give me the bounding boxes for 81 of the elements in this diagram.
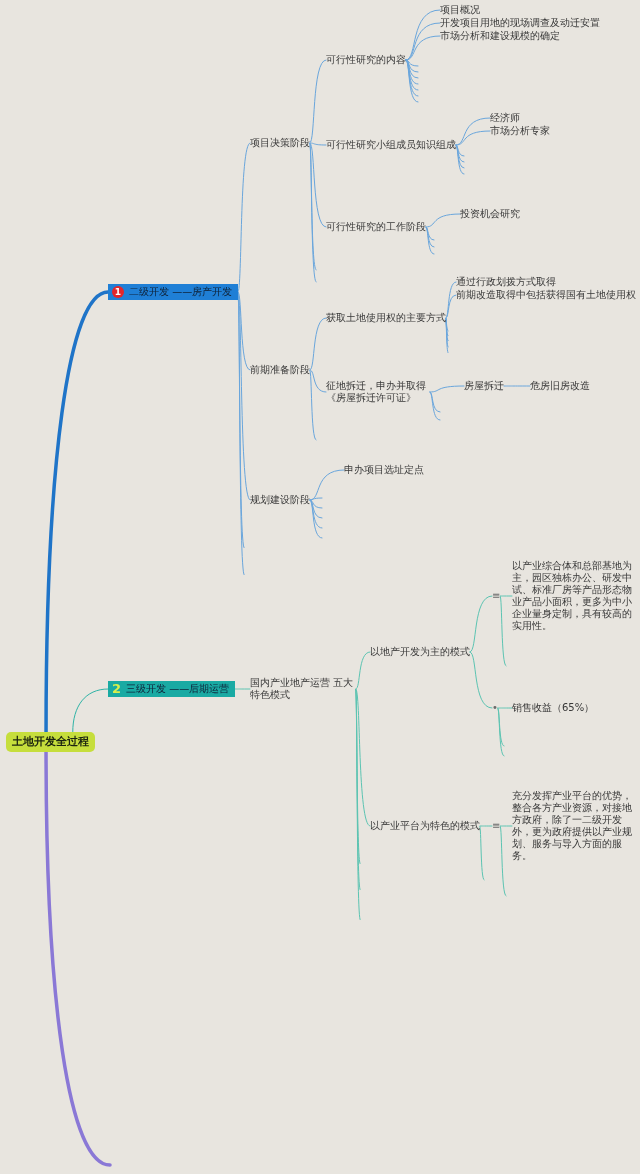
topic-marker: • xyxy=(492,702,498,714)
branch-line xyxy=(309,142,327,228)
branch-box xyxy=(108,284,239,300)
branch-line xyxy=(499,595,507,667)
topic-label: 危房旧房改造 xyxy=(530,380,590,392)
topic-label: 以地产开发为主的模式 xyxy=(370,646,470,658)
branch-line xyxy=(309,369,317,441)
branch-line xyxy=(455,130,491,146)
branch-line xyxy=(499,825,507,897)
branch-line xyxy=(455,144,465,163)
branch-line xyxy=(479,825,493,827)
branch-line xyxy=(445,317,449,354)
branch-line xyxy=(309,142,327,146)
branch-line xyxy=(425,213,461,228)
branch-line xyxy=(445,294,457,319)
branch-line xyxy=(355,688,371,827)
topic-label: 可行性研究的内容 xyxy=(326,54,406,66)
branch-line xyxy=(309,369,327,393)
topic-label: 经济师 xyxy=(490,112,520,124)
topic-label: 房屋拆迁 xyxy=(464,380,504,392)
topic-label: 规划建设阶段 xyxy=(250,494,310,506)
branch-line xyxy=(499,595,513,597)
priority-number: 1 xyxy=(112,286,124,298)
branch-line xyxy=(429,391,441,421)
branch-line xyxy=(429,385,465,393)
topic-label: 通过行政划拨方式取得 xyxy=(456,276,556,288)
branch-line xyxy=(445,317,449,342)
topic-label: 项目概况 xyxy=(440,4,480,16)
branch-line xyxy=(469,651,493,709)
topic-marker: ≡ xyxy=(492,820,501,832)
topic-label: 充分发挥产业平台的优势，整合各方产业资源，对接地方政府，除了一二级开发外，更为政府提供以产业规划、服务与导入方面的服务。 xyxy=(512,790,636,862)
topic-label: 市场分析专家 xyxy=(490,125,550,137)
central-topic: 土地开发全过程 xyxy=(6,732,95,752)
branch-line xyxy=(425,226,435,255)
branch-line xyxy=(234,688,251,690)
topic-label: 项目决策阶段 xyxy=(250,137,310,149)
branch-line xyxy=(425,226,435,248)
branch-line xyxy=(469,595,493,653)
topic-label: 投资机会研究 xyxy=(460,208,520,220)
branch-line xyxy=(405,59,419,79)
topic-label: 前期准备阶段 xyxy=(250,364,310,376)
topic-marker: ≡ xyxy=(492,590,501,602)
topic-label: 开发项目用地的现场调查及动迁安置 xyxy=(440,17,600,29)
branch-line xyxy=(445,281,457,319)
branch-title: 二级开发 ——房产开发 xyxy=(129,286,233,298)
branch-line xyxy=(72,688,109,733)
branch-line xyxy=(503,385,531,387)
branch-line xyxy=(497,707,513,709)
topic-label: 可行性研究的工作阶段 xyxy=(326,221,426,233)
branch-line xyxy=(405,22,441,61)
topic-label: 申办项目选址定点 xyxy=(344,464,424,476)
branch-line xyxy=(405,59,419,73)
branch-line xyxy=(237,291,251,371)
branch-line xyxy=(309,497,323,501)
branch-line xyxy=(455,144,465,175)
branch-line xyxy=(309,499,323,509)
branch-line xyxy=(309,317,327,371)
branch-line xyxy=(497,707,505,757)
branch-line xyxy=(309,59,327,144)
topic-label: 以产业平台为特色的模式 xyxy=(370,820,480,832)
branch-line xyxy=(44,290,110,734)
branch-line xyxy=(405,35,441,61)
priority-number: 2 xyxy=(112,683,122,695)
topic-label: 国内产业地产运营 五大特色模式 xyxy=(250,677,356,701)
topic-label: 可行性研究小组成员知识组成 xyxy=(326,139,456,151)
branch-line xyxy=(309,499,323,539)
topic-label: 销售收益（65%） xyxy=(512,702,595,714)
topic-label: 市场分析和建设规模的确定 xyxy=(440,30,560,42)
branch-line xyxy=(309,499,323,519)
topic-label: 征地拆迁，申办并取得《房屋拆迁许可证》 xyxy=(326,380,430,404)
branch-line xyxy=(237,291,251,501)
branch-line xyxy=(479,825,485,881)
branch-box xyxy=(108,681,236,697)
branch-title: 三级开发 ——后期运营 xyxy=(126,683,230,695)
topic-label: 获取土地使用权的主要方式 xyxy=(326,312,446,324)
topic-label: 前期改造取得中包括获得国有土地使用权 xyxy=(456,289,636,301)
branch-line xyxy=(44,750,112,1167)
branch-line xyxy=(499,825,513,827)
branch-line xyxy=(355,651,371,690)
topic-label: 以产业综合体和总部基地为主，园区独栋办公、研发中试、标准厂房等产品形态物业产品小面积，更多为中小企业量身定制，具有较高的实用性。 xyxy=(512,560,636,632)
branch-line xyxy=(237,142,251,293)
